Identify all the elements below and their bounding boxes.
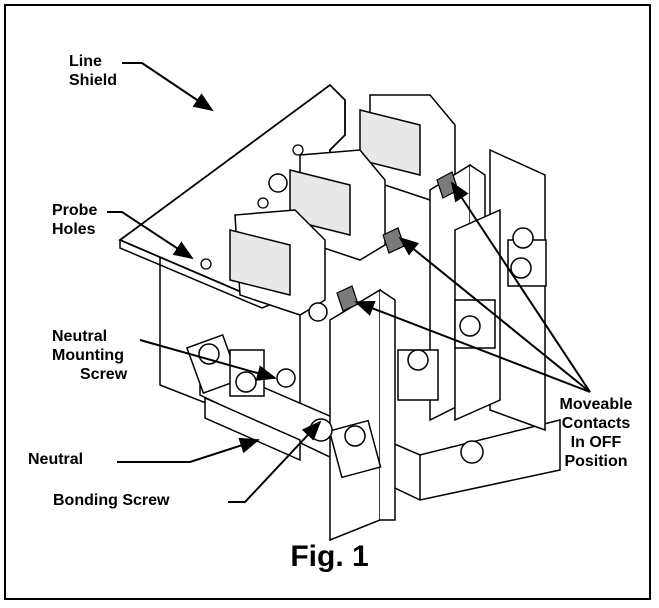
probe-hole	[257, 197, 269, 209]
probe-hole	[200, 258, 212, 270]
label-bonding-screw: Bonding Screw	[53, 492, 170, 509]
screws	[198, 173, 534, 464]
label-moveable-contacts: Moveable Contacts In OFF Position	[559, 396, 633, 470]
screw-icon	[344, 425, 366, 447]
screw-icon	[268, 173, 288, 193]
screw-icon	[512, 227, 534, 249]
screw-icon	[276, 368, 296, 388]
neutral-bar	[204, 396, 301, 462]
screw-icon	[235, 371, 257, 393]
leader-lines	[107, 62, 591, 503]
moveable-contacts	[336, 171, 459, 312]
pole-housings	[229, 94, 456, 316]
label-neutral-mounting-screw: Neutral Mounting Screw	[52, 328, 128, 383]
label-line-shield: Line Shield	[69, 53, 118, 89]
figure-caption: Fig. 1	[290, 540, 369, 573]
screw-icon	[460, 440, 484, 464]
screw-icon	[407, 349, 429, 371]
screw-icon	[459, 315, 481, 337]
label-probe-holes: Probe Holes	[52, 202, 98, 238]
screw-icon	[308, 302, 328, 322]
label-neutral: Neutral	[28, 451, 84, 468]
probe-hole	[292, 144, 304, 156]
screw-icon	[510, 257, 532, 279]
